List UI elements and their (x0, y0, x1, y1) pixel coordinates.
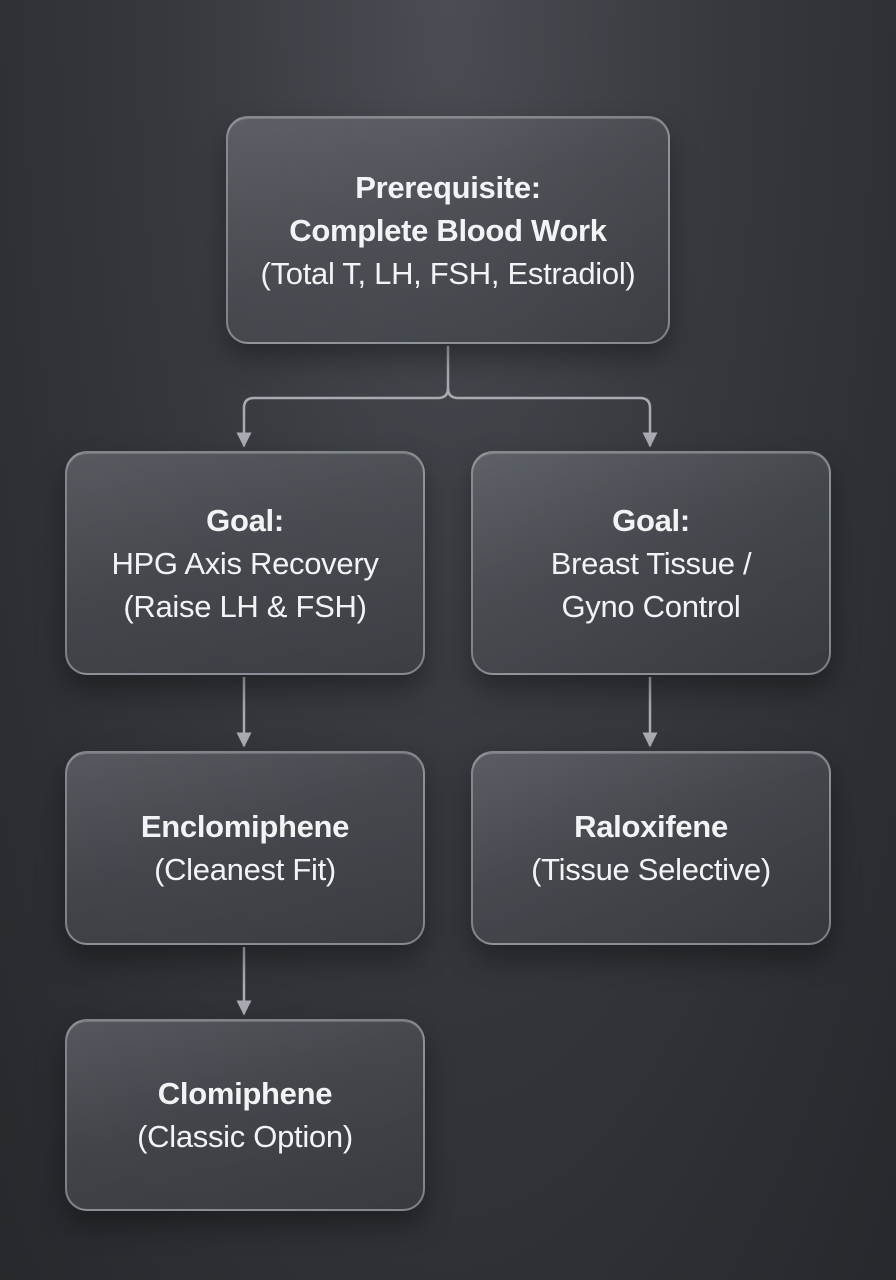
node-enclomiphene: Enclomiphene (Cleanest Fit) (65, 751, 425, 945)
node-enclomiphene-title: Enclomiphene (140, 809, 350, 844)
node-clomiphene-detail: (Classic Option) (137, 1119, 353, 1154)
node-enclomiphene-detail: (Cleanest Fit) (154, 852, 336, 887)
node-gyno-control-title: Breast Tissue / (550, 545, 752, 581)
node-prerequisite-heading: Prerequisite: (355, 169, 541, 205)
node-hpg-recovery-title: HPG Axis Recovery (111, 545, 379, 581)
node-prerequisite-detail: (Total T, LH, FSH, Estradiol) (260, 255, 636, 291)
node-gyno-control-heading: Goal: (612, 502, 690, 538)
edge-prereq-to-hpg (236, 346, 450, 448)
node-prerequisite: Prerequisite: Complete Blood Work (Total… (226, 116, 670, 344)
node-hpg-recovery: Goal: HPG Axis Recovery (Raise LH & FSH) (65, 451, 425, 675)
node-raloxifene: Raloxifene (Tissue Selective) (471, 751, 831, 945)
node-gyno-control: Goal: Breast Tissue / Gyno Control (471, 451, 831, 675)
node-prerequisite-title: Complete Blood Work (289, 212, 607, 248)
node-hpg-recovery-detail: (Raise LH & FSH) (123, 588, 367, 624)
node-raloxifene-detail: (Tissue Selective) (531, 852, 771, 887)
node-raloxifene-title: Raloxifene (574, 809, 728, 844)
node-hpg-recovery-heading: Goal: (206, 502, 284, 538)
node-clomiphene: Clomiphene (Classic Option) (65, 1019, 425, 1211)
edge-prereq-to-gyno (446, 387, 658, 448)
node-gyno-control-detail: Gyno Control (561, 588, 741, 624)
node-clomiphene-title: Clomiphene (157, 1076, 333, 1111)
